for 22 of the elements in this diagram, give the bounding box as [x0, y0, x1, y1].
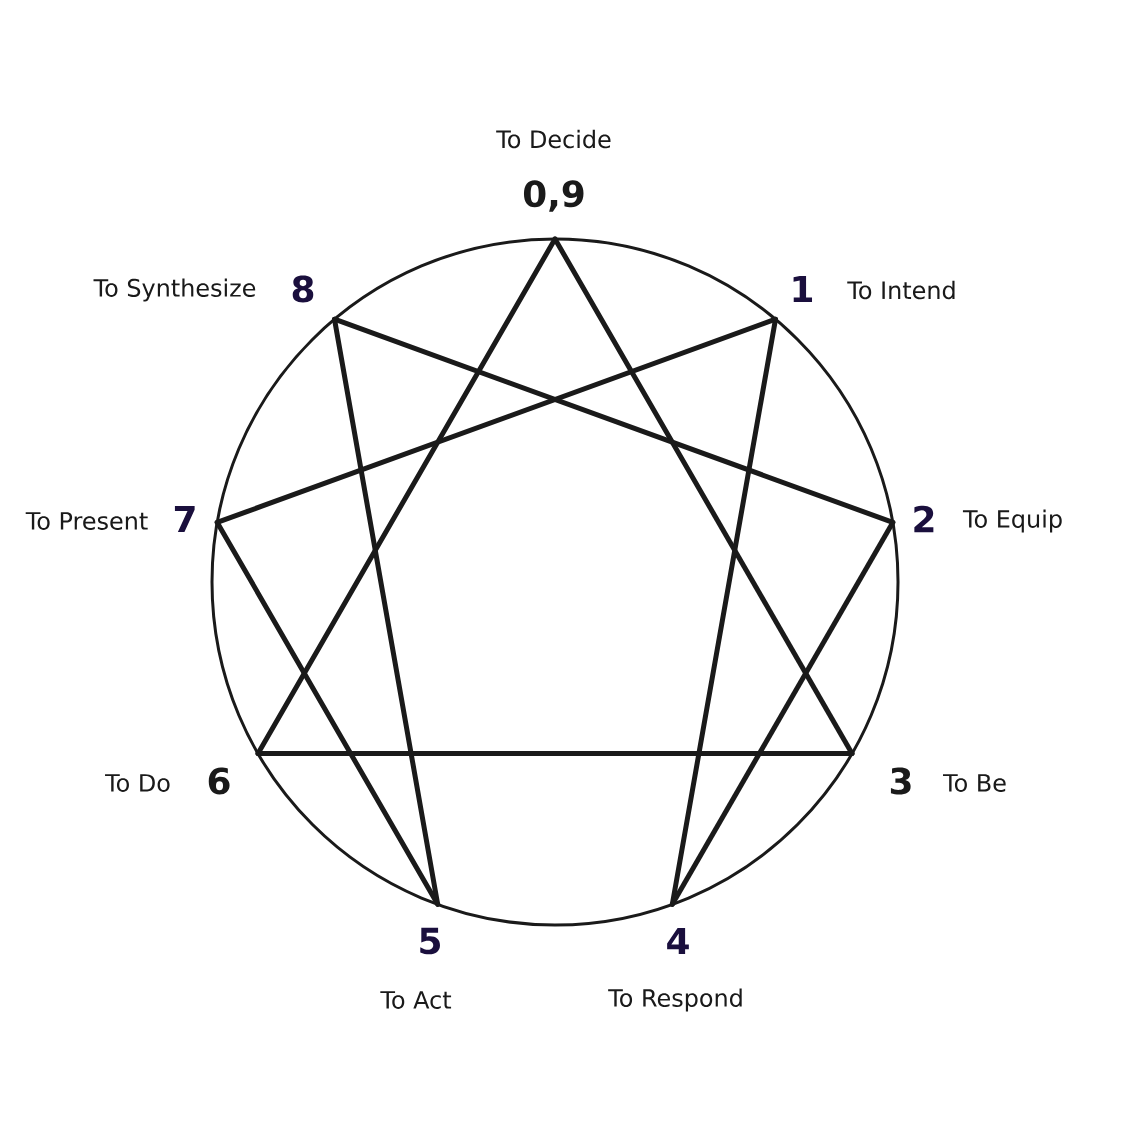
point-label: To Respond	[608, 988, 742, 1012]
point-number: 4	[667, 927, 689, 955]
point-number: 7	[174, 505, 195, 533]
point-label: To Intend	[847, 280, 955, 300]
point-number: 0,9	[523, 180, 584, 212]
point-number: 1	[793, 275, 812, 303]
point-label: To Equip	[962, 509, 1062, 533]
point-label: To Act	[380, 991, 452, 1009]
point-label: To Decide	[496, 129, 611, 149]
connecting-line	[214, 316, 778, 525]
point-number: 6	[208, 767, 230, 795]
point-label: To Do	[105, 774, 170, 792]
point-label: To Synthesize	[93, 278, 256, 302]
point-label: To Be	[943, 774, 1006, 792]
point-number: 3	[890, 767, 911, 795]
connecting-line	[255, 236, 558, 756]
connecting-line	[255, 751, 855, 756]
point-number: 8	[292, 275, 314, 303]
point-label: To Present	[25, 512, 148, 530]
connecting-line	[552, 236, 855, 756]
point-number: 5	[420, 927, 440, 955]
point-number: 2	[914, 505, 934, 533]
